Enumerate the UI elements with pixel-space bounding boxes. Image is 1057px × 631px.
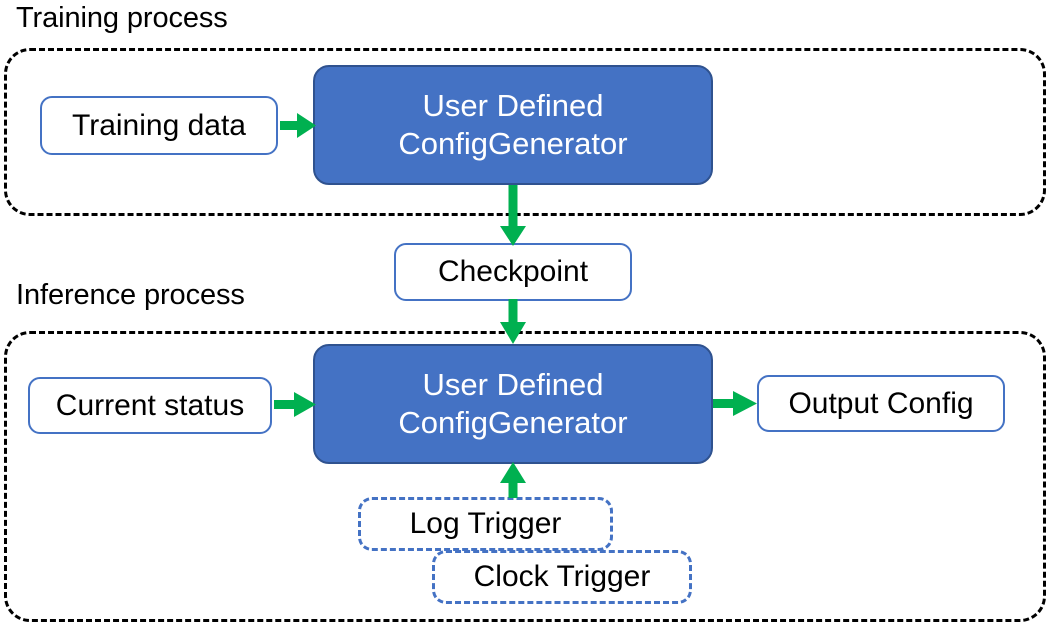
node-log-trigger-label: Log Trigger: [409, 507, 562, 541]
node-checkpoint[interactable]: Checkpoint: [394, 243, 632, 301]
node-training-data[interactable]: Training data: [40, 96, 278, 155]
node-user-defined-configgenerator-training[interactable]: User Defined ConfigGenerator: [313, 65, 713, 185]
node-output-config[interactable]: Output Config: [757, 375, 1005, 432]
generator-inference-line1: User Defined: [422, 367, 604, 403]
node-training-data-label: Training data: [72, 108, 246, 142]
training-process-container: [4, 48, 1046, 216]
inference-process-label: Inference process: [16, 279, 245, 311]
node-current-status-label: Current status: [55, 388, 245, 422]
node-user-defined-configgenerator-inference[interactable]: User Defined ConfigGenerator: [313, 344, 713, 464]
node-checkpoint-label: Checkpoint: [437, 255, 589, 289]
node-log-trigger[interactable]: Log Trigger: [358, 497, 613, 551]
training-process-label: Training process: [16, 2, 228, 34]
node-current-status[interactable]: Current status: [28, 377, 272, 434]
node-clock-trigger[interactable]: Clock Trigger: [432, 550, 692, 604]
generator-training-line2: ConfigGenerator: [398, 126, 628, 161]
generator-training-line1: User Defined: [422, 88, 604, 124]
node-output-config-label: Output Config: [788, 386, 974, 420]
node-clock-trigger-label: Clock Trigger: [473, 560, 651, 594]
generator-inference-line2: ConfigGenerator: [398, 405, 628, 440]
